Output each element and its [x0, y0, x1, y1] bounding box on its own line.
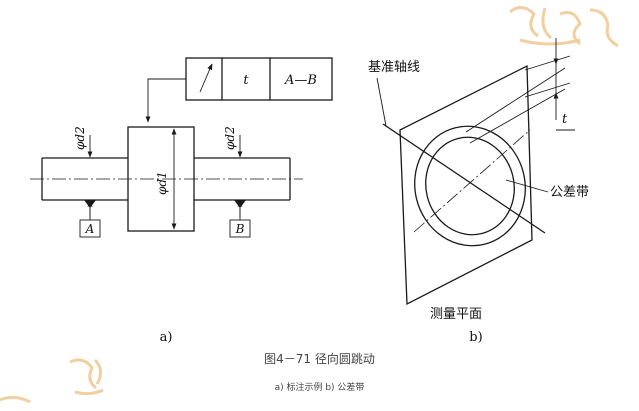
radial-centerline	[413, 129, 531, 233]
diagram-b: t 基准轴线 公差带 测量平面 b)	[368, 38, 589, 345]
zone-leader-outer	[465, 67, 566, 133]
watermark-stamp-top-right	[509, 6, 619, 48]
figure-title: 图4－71 径向圆跳动	[264, 352, 375, 366]
frame-tolerance: t	[243, 73, 249, 88]
tolerance-zone-outer	[414, 125, 526, 247]
datum-b: B	[229, 200, 251, 238]
dia-center-label: φd1	[155, 171, 169, 195]
measure-plane	[399, 64, 533, 306]
datum-a-label: A	[85, 222, 95, 236]
dia-right-label: φd2	[223, 126, 237, 150]
datum-axis-label: 基准轴线	[368, 60, 420, 75]
tolerance-width-dimension: t	[553, 38, 575, 131]
datum-a: A	[79, 200, 101, 238]
diagram-a: t A—B φd2 φd1	[30, 57, 333, 345]
frame-symbol: ↗	[199, 66, 200, 67]
watermark-stamp-bottom-left	[0, 358, 104, 404]
tolerance-zone-label: 公差带	[550, 185, 589, 200]
label-b: b)	[469, 330, 482, 345]
measure-plane-label: 测量平面	[430, 307, 482, 322]
feature-control-frame: t A—B	[185, 57, 333, 101]
datum-b-label: B	[235, 222, 245, 236]
zone-leader-inner	[469, 88, 566, 144]
tolerance-t-label: t	[562, 112, 568, 127]
frame-leader	[145, 78, 186, 123]
runout-arrow-icon	[199, 63, 213, 93]
tolerance-zone-inner	[425, 136, 515, 236]
label-a: a)	[160, 330, 173, 345]
dia-left-label: φd2	[73, 126, 87, 150]
datum-axis-line	[382, 123, 546, 234]
frame-datum: A—B	[284, 73, 317, 88]
center-diameter-dimension: φd1	[155, 128, 177, 230]
figure-subtitle: a) 标注示例 b) 公差带	[274, 383, 365, 393]
